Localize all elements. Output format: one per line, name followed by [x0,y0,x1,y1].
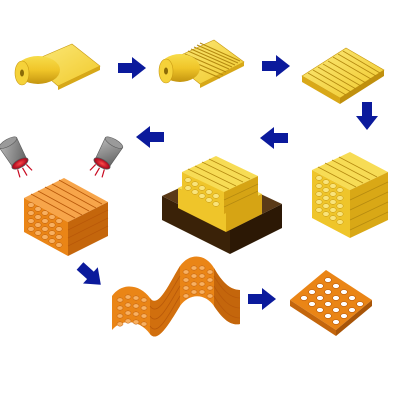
arrow-irradiation-to-expansion [72,257,109,293]
arrow-sheet-to-stack [356,102,378,130]
grooved-roll [158,39,245,88]
arrow-grooved-to-sheet [262,55,290,77]
film-roll [14,43,101,90]
irradiated-block [24,178,109,256]
arrow-mold-to-irradiation [136,126,164,148]
heat-lamp-icon [0,136,33,178]
grooved-sheet [301,47,385,104]
honeycomb-sheet [290,270,372,336]
expanded-honeycomb [112,256,241,337]
heat-lamp-icon [89,136,124,178]
arrow-expansion-to-sheet [248,288,276,310]
arrow-roll-to-grooved [118,57,146,79]
stacked-block [312,152,389,238]
arrow-stack-to-mold [260,127,288,149]
block-in-mold [162,156,282,254]
